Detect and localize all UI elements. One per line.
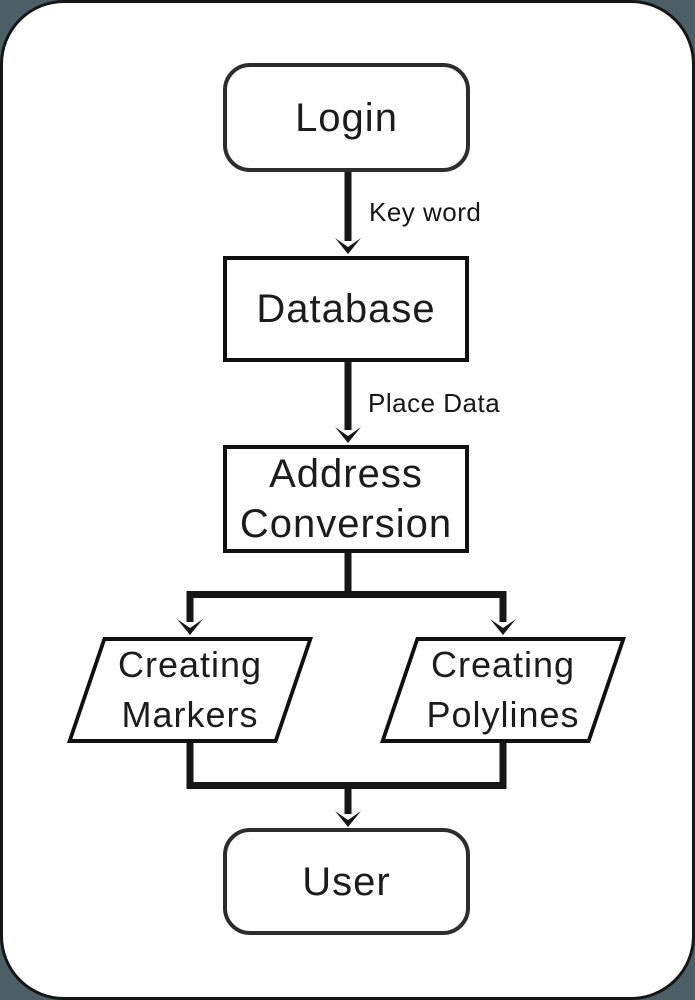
node-database: Database — [223, 256, 469, 362]
edge-label-place-data: Place Data — [368, 388, 501, 418]
node-login-label: Login — [295, 95, 398, 140]
node-creating-markers-text: Creating Markers — [85, 637, 295, 743]
node-user: User — [223, 828, 470, 935]
node-creating-polylines-line1: Creating — [430, 644, 576, 685]
arrowhead-user — [335, 811, 361, 827]
node-address-conversion-line1: Address — [269, 452, 423, 496]
arrowhead-address — [335, 427, 361, 443]
node-creating-polylines: Creating Polylines — [379, 637, 627, 743]
arrowhead-database — [335, 238, 361, 254]
edge-label-key-word: Key word — [369, 197, 482, 227]
node-creating-polylines-text: Creating Polylines — [398, 637, 608, 743]
node-creating-polylines-line2: Polylines — [426, 694, 580, 735]
node-creating-markers-line2: Markers — [121, 694, 259, 735]
node-address-conversion-line2: Conversion — [239, 502, 453, 546]
arrowhead-markers — [177, 619, 203, 635]
node-login: Login — [223, 63, 470, 172]
node-creating-markers-line1: Creating — [117, 644, 263, 685]
node-database-label: Database — [256, 287, 436, 331]
node-creating-markers: Creating Markers — [66, 637, 314, 743]
arrowhead-polylines — [490, 619, 516, 635]
node-user-label: User — [302, 859, 391, 904]
node-address-conversion: Address Conversion — [223, 445, 469, 553]
